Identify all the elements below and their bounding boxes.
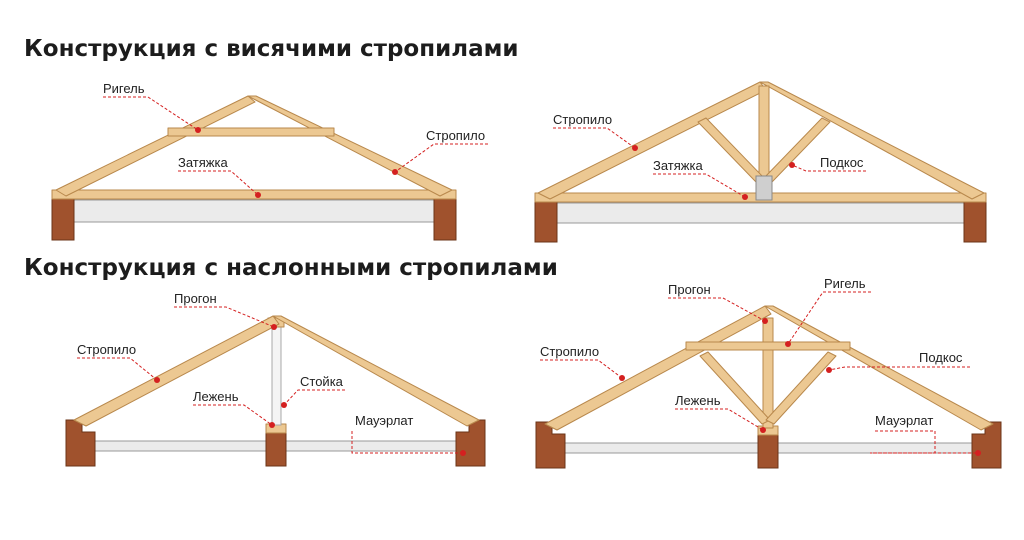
strut-left bbox=[697, 117, 765, 183]
rafter-right bbox=[247, 95, 453, 197]
truss-layered-single-post bbox=[65, 315, 486, 467]
leader-mauerlat-3 bbox=[351, 431, 463, 454]
label-rigel-1: Ригель bbox=[103, 81, 145, 96]
strut-right bbox=[765, 351, 837, 425]
heading-layered-rafters: Конструкция с наслонными стропилами bbox=[24, 255, 558, 281]
label-stropilo-4: Стропило bbox=[540, 344, 599, 359]
wall-left bbox=[534, 199, 558, 243]
label-progon-3: Прогон bbox=[174, 291, 217, 306]
label-lezhen-3: Лежень bbox=[193, 389, 239, 404]
rafter-left bbox=[73, 315, 280, 427]
steel-clamp bbox=[755, 175, 773, 201]
label-zatyazhka-1: Затяжка bbox=[178, 155, 228, 170]
marker-lezhen-3 bbox=[269, 422, 275, 428]
label-stoyka-3: Стойка bbox=[300, 374, 344, 389]
leader-stoyka-3 bbox=[283, 389, 345, 406]
collar-beam bbox=[167, 127, 335, 137]
heading-hanging-rafters: Конструкция с висячими стропилами bbox=[24, 36, 519, 62]
marker-rigel-1 bbox=[195, 127, 201, 133]
collar-beam bbox=[685, 341, 851, 351]
label-podkos-2: Подкос bbox=[820, 155, 864, 170]
label-progon-4: Прогон bbox=[668, 282, 711, 297]
leader-podkos-2 bbox=[791, 164, 866, 172]
marker-rigel-4 bbox=[785, 341, 791, 347]
label-zatyazhka-2: Затяжка bbox=[653, 158, 703, 173]
wall-right bbox=[971, 421, 1002, 469]
marker-mauerlat-3 bbox=[460, 450, 466, 456]
label-stropilo-2: Стропило bbox=[553, 112, 612, 127]
marker-podkos-4 bbox=[826, 367, 832, 373]
marker-mauerlat-4 bbox=[975, 450, 981, 456]
marker-stropilo-2 bbox=[632, 145, 638, 151]
marker-stoyka-3 bbox=[281, 402, 287, 408]
leader-progon-4 bbox=[668, 297, 766, 322]
marker-zatyazhka-1 bbox=[255, 192, 261, 198]
leader-mauerlat-4 bbox=[870, 430, 978, 454]
wall-left bbox=[535, 421, 566, 469]
truss-hanging-collar bbox=[51, 95, 457, 241]
center-post bbox=[762, 317, 774, 429]
leader-lezhen-3 bbox=[193, 404, 273, 426]
marker-zatyazhka-2 bbox=[742, 194, 748, 200]
marker-lezhen-4 bbox=[760, 427, 766, 433]
tie-beam bbox=[51, 189, 457, 200]
leader-stropilo-4 bbox=[540, 359, 623, 379]
wall-left bbox=[51, 197, 75, 241]
wall-left bbox=[65, 419, 96, 467]
leader-lezhen-4 bbox=[675, 408, 764, 431]
label-lezhen-4: Лежень bbox=[675, 393, 721, 408]
ceiling-slab bbox=[69, 199, 443, 223]
marker-stropilo-4 bbox=[619, 375, 625, 381]
marker-progon-4 bbox=[762, 318, 768, 324]
label-stropilo-1: Стропило bbox=[426, 128, 485, 143]
leader-progon-3 bbox=[174, 306, 275, 328]
marker-stropilo-3 bbox=[154, 377, 160, 383]
leader-stropilo-2 bbox=[553, 127, 636, 149]
leader-zatyazhka-2 bbox=[653, 173, 746, 198]
wall-center bbox=[757, 433, 779, 469]
rafter-left bbox=[55, 95, 256, 197]
rafter-right bbox=[759, 81, 985, 200]
label-stropilo-3: Стропило bbox=[77, 342, 136, 357]
rafter-right bbox=[272, 315, 480, 427]
label-rigel-4: Ригель bbox=[824, 276, 866, 291]
wall-right bbox=[455, 419, 486, 467]
rafter-right bbox=[764, 305, 994, 431]
marker-progon-3 bbox=[271, 324, 277, 330]
rafter-left bbox=[537, 81, 767, 200]
wall-center bbox=[265, 431, 287, 467]
label-mauerlat-3: Мауэрлат bbox=[355, 413, 413, 428]
leader-zatyazhka-1 bbox=[178, 170, 259, 196]
leader-rigel-1 bbox=[103, 96, 199, 131]
marker-podkos-2 bbox=[789, 162, 795, 168]
rafter-left bbox=[544, 305, 772, 431]
wall-right bbox=[963, 199, 987, 243]
marker-stropilo-1 bbox=[392, 169, 398, 175]
truss-layered-braced bbox=[535, 305, 1002, 469]
leader-rigel-4 bbox=[787, 291, 871, 345]
leader-podkos-4 bbox=[828, 366, 970, 371]
leader-stropilo-3 bbox=[77, 357, 158, 381]
truss-hanging-kingpost bbox=[534, 81, 987, 243]
strut-right bbox=[763, 117, 831, 183]
stoyka-post bbox=[271, 324, 282, 426]
label-mauerlat-4: Мауэрлат bbox=[875, 413, 933, 428]
wall-right bbox=[433, 197, 457, 241]
leader-stropilo-1 bbox=[394, 143, 488, 173]
ceiling-slab bbox=[551, 202, 971, 224]
label-podkos-4: Подкос bbox=[919, 350, 963, 365]
